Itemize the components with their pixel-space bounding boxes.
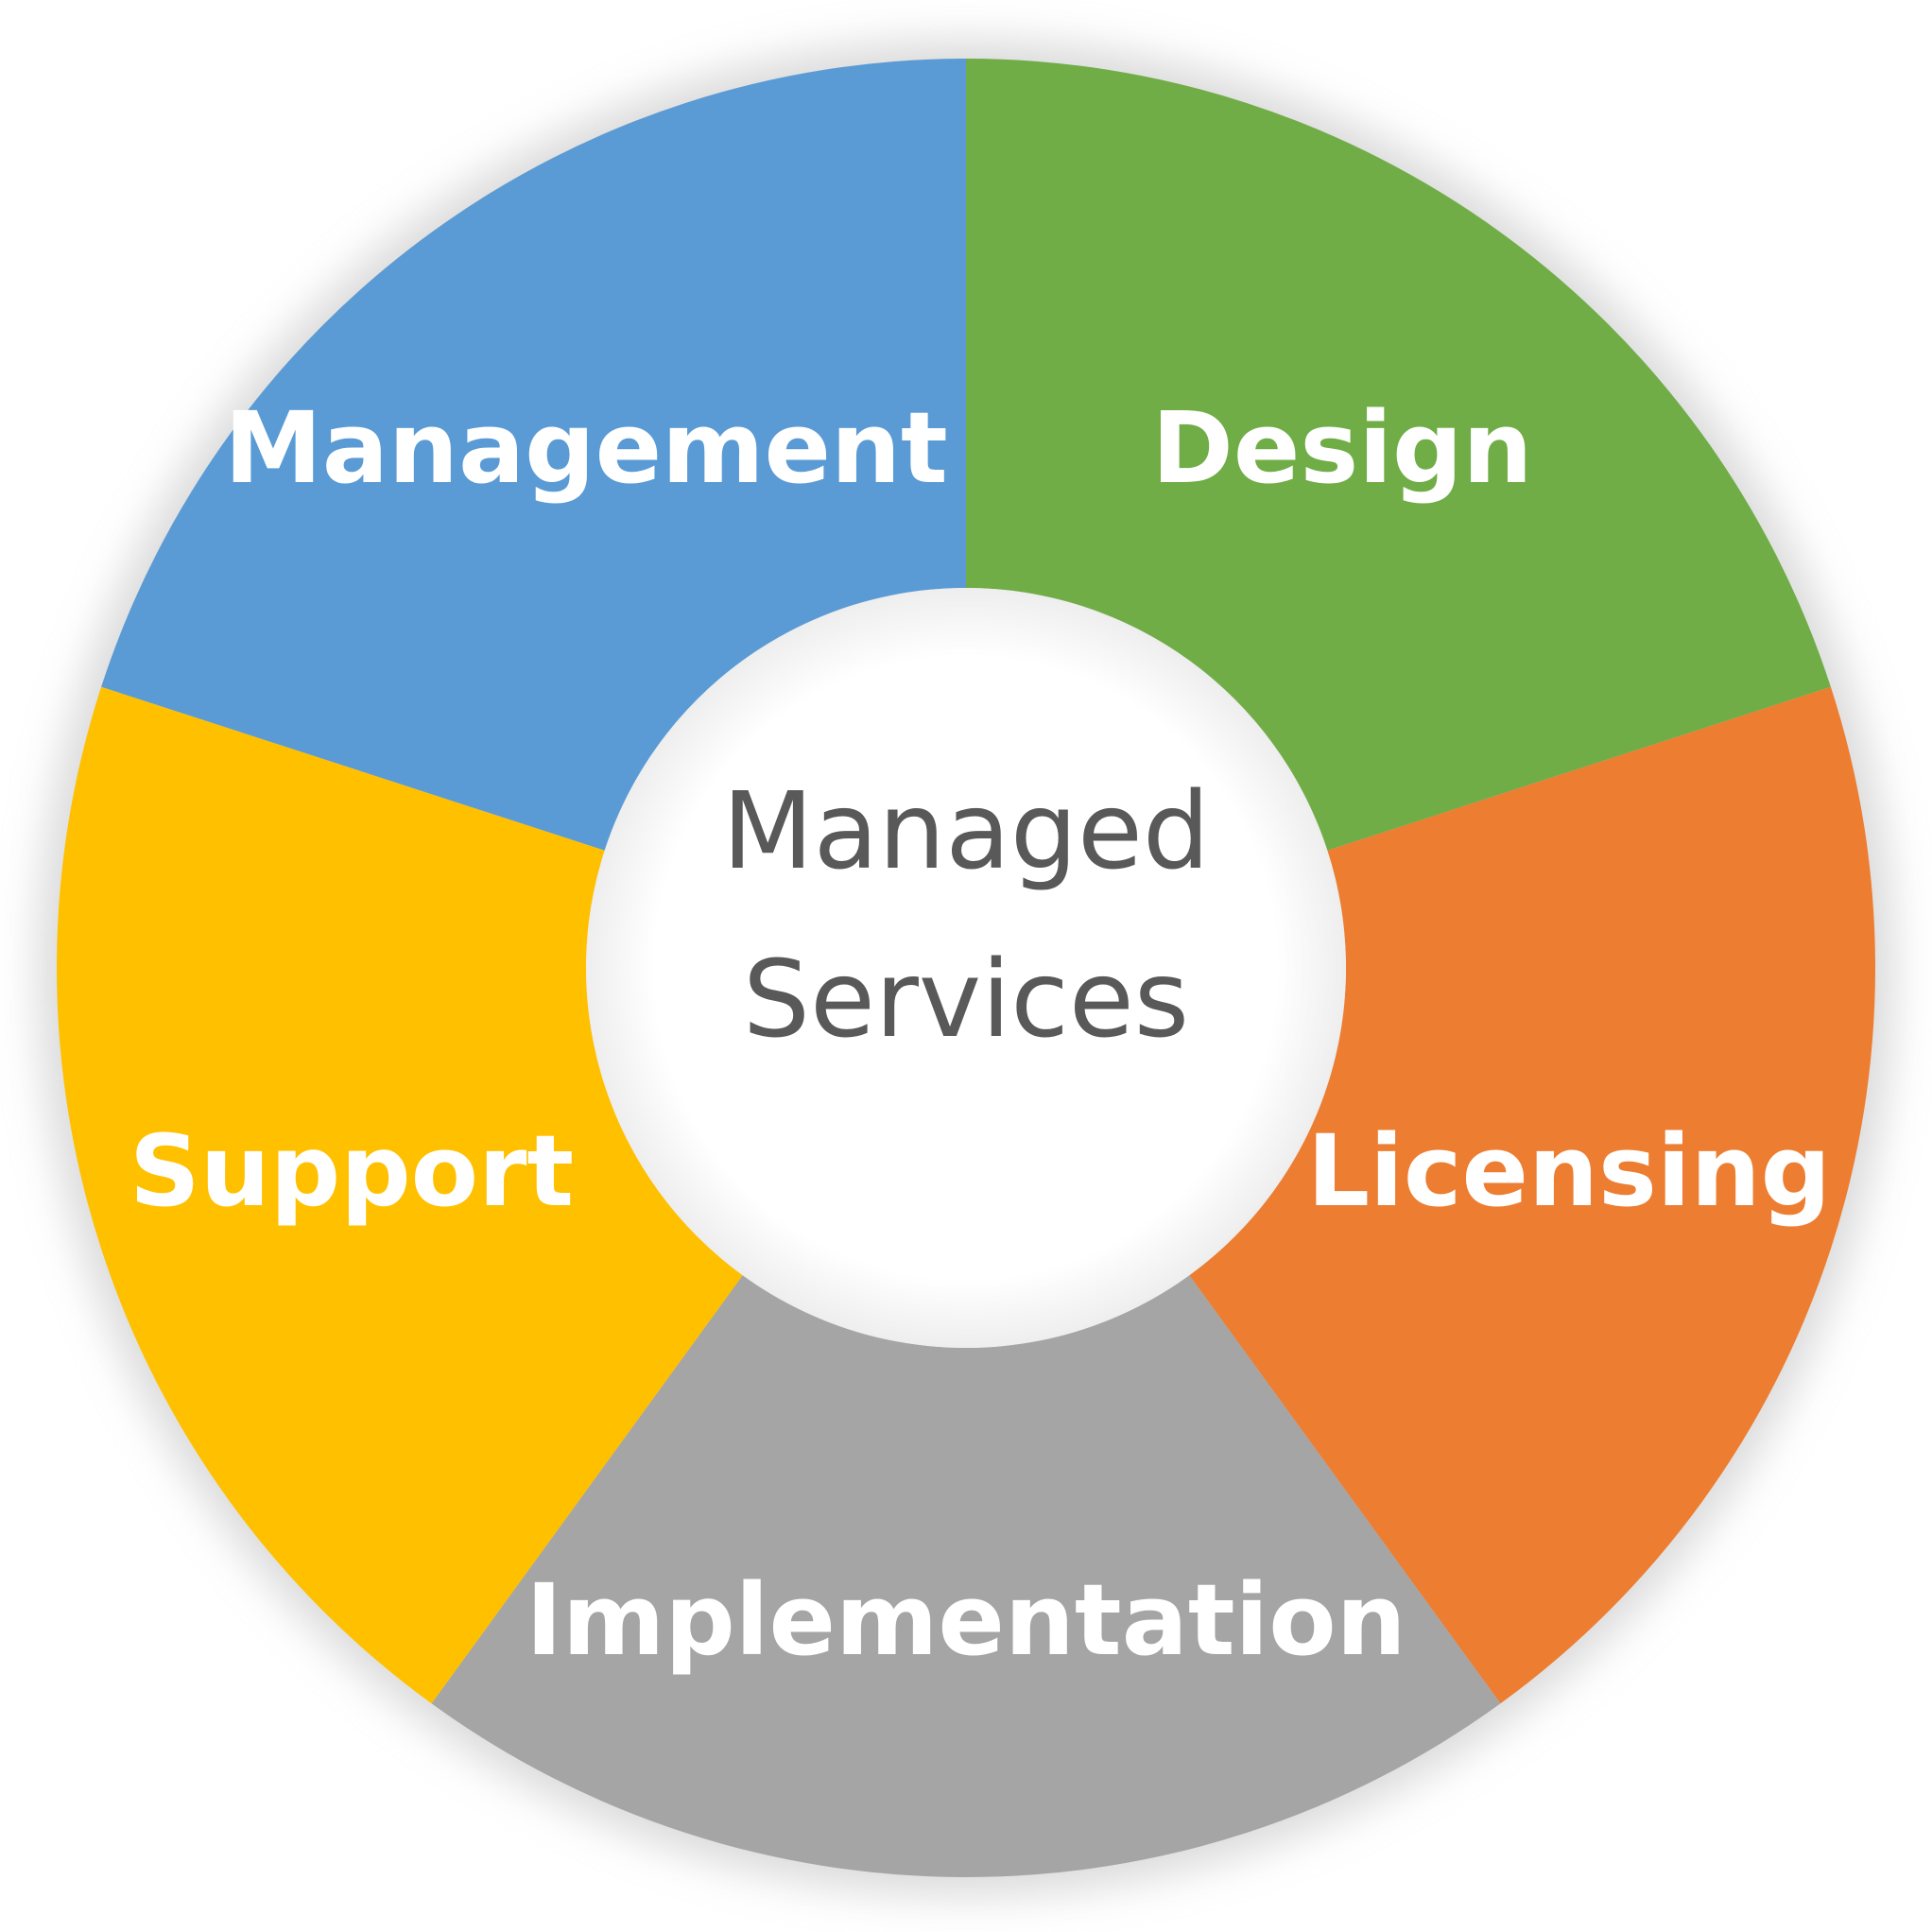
segments-group xyxy=(57,59,1875,1878)
segment-label-design: Design xyxy=(1152,390,1533,506)
segment-label-implementation: Implementation xyxy=(526,1562,1406,1678)
segment-label-licensing: Licensing xyxy=(1307,1113,1831,1229)
segment-label-management: Management xyxy=(224,390,948,506)
segment-licensing xyxy=(1189,686,1875,1704)
segment-design xyxy=(966,59,1831,851)
center-title-line-1: Managed xyxy=(722,770,1210,893)
segment-support xyxy=(57,686,743,1704)
center-circle xyxy=(586,588,1346,1348)
segment-label-support: Support xyxy=(129,1113,574,1229)
segment-management xyxy=(101,59,967,851)
segment-implementation xyxy=(431,1275,1501,1878)
center-title-line-2: Services xyxy=(743,939,1189,1061)
